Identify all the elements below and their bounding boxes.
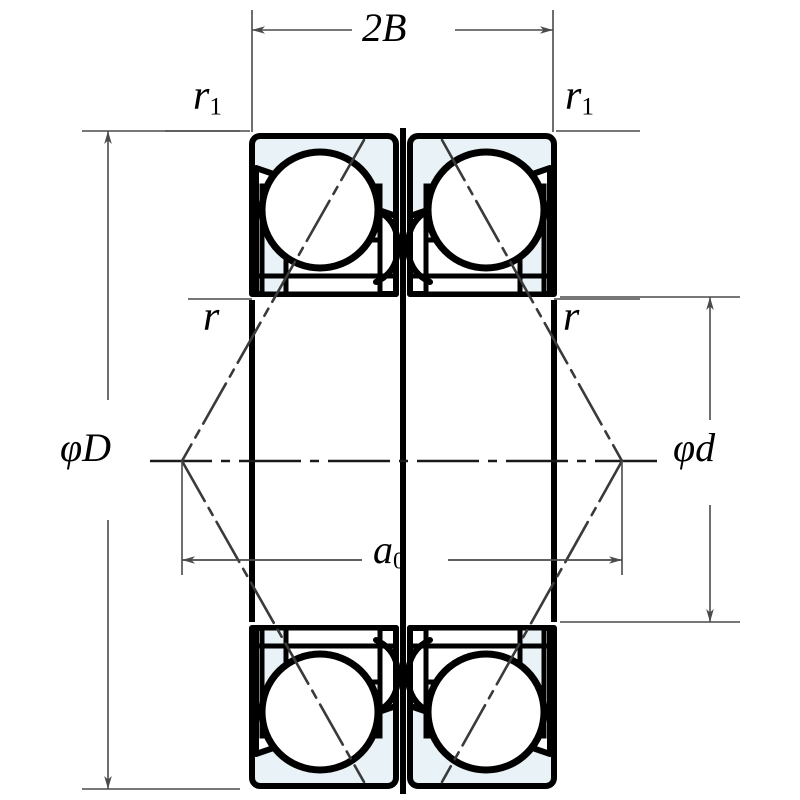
dim-label-outer-diameter: φD	[60, 425, 112, 470]
dim-2b	[251, 10, 554, 132]
dim-phi-d-outer	[82, 130, 240, 790]
dim-label-r1-right: r1	[565, 73, 594, 121]
dim-label-r1-left: r1	[193, 73, 222, 121]
dim-label-load-center-a0: a0	[373, 527, 405, 575]
dim-label-width-2b: 2B	[362, 5, 407, 50]
bearing-lower-right	[408, 628, 554, 786]
contact-angle-lines	[180, 138, 624, 784]
bearing-lower-left	[252, 628, 398, 786]
bearing-upper-left	[252, 136, 398, 294]
dim-a0	[181, 461, 623, 575]
bearing-upper-right	[408, 136, 554, 294]
dim-label-r-right: r	[563, 294, 580, 340]
dim-label-bore-diameter: φd	[673, 425, 716, 470]
dim-label-r-left: r	[203, 294, 220, 340]
dim-phi-d-bore	[560, 296, 740, 623]
